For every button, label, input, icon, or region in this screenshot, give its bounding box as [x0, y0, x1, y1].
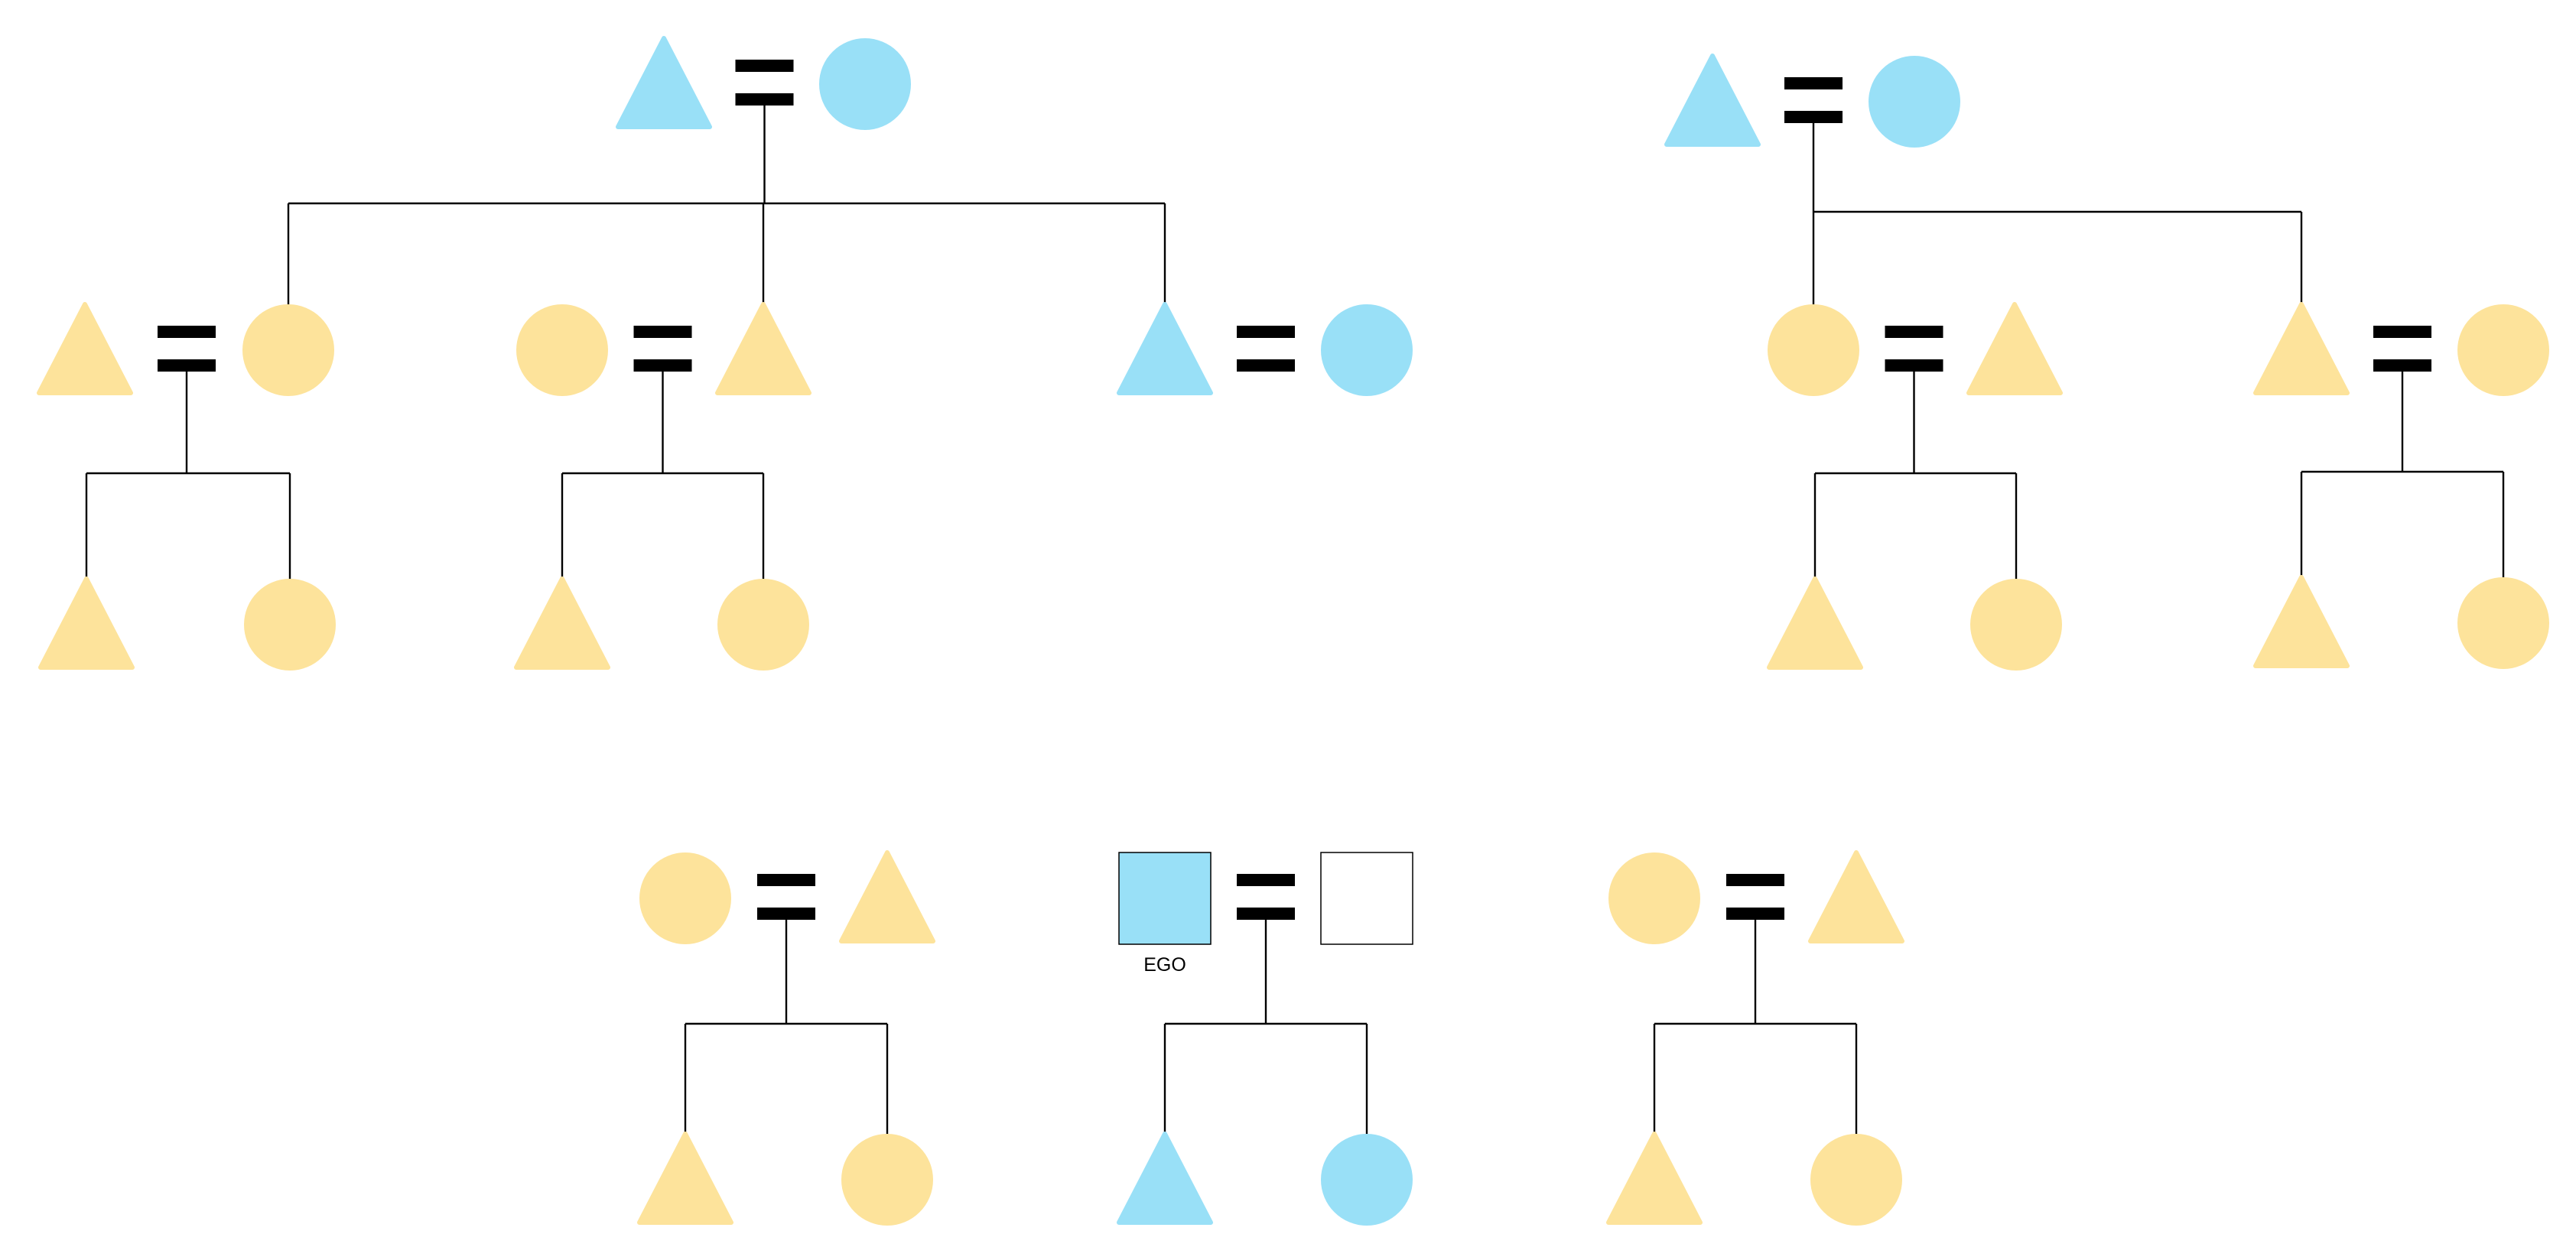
- male-triangle: [514, 576, 610, 670]
- marriage-equals: [1784, 77, 1843, 123]
- marriage-equals: [633, 326, 692, 372]
- marriage-equals: [1237, 326, 1295, 372]
- male-triangle: [38, 576, 135, 670]
- female-circle: [819, 38, 911, 130]
- male-triangle: [1767, 576, 1863, 670]
- female-circle: [516, 304, 608, 396]
- male-triangle: [839, 850, 935, 943]
- female-circle: [2457, 304, 2549, 396]
- female-circle: [1608, 852, 1700, 944]
- ego-square: [1118, 852, 1212, 945]
- male-triangle: [616, 36, 712, 129]
- male-triangle: [1664, 54, 1761, 147]
- female-circle: [841, 1134, 933, 1226]
- marriage-equals: [2373, 326, 2431, 372]
- marriage-signs: [158, 60, 2431, 920]
- descent-lines: [85, 106, 2505, 1135]
- male-triangle: [1117, 1132, 1213, 1225]
- marriage-equals: [757, 874, 815, 920]
- female-circle: [1810, 1134, 1902, 1226]
- marriage-equals: [1885, 326, 1943, 372]
- female-circle: [2457, 577, 2549, 669]
- female-circle: [244, 579, 336, 671]
- female-circle: [1869, 56, 1960, 148]
- marriage-equals: [158, 326, 216, 372]
- marriage-equals: [1237, 874, 1295, 920]
- male-triangle: [637, 1132, 733, 1225]
- female-circle: [1321, 1134, 1413, 1226]
- ego-label: EGO: [1143, 954, 1186, 976]
- marriage-equals: [1726, 874, 1784, 920]
- female-circle: [1970, 579, 2062, 671]
- male-triangle: [1808, 850, 1904, 943]
- male-triangle: [2253, 575, 2350, 668]
- male-triangle: [37, 302, 133, 395]
- female-circle: [717, 579, 809, 671]
- male-triangle: [1117, 302, 1213, 395]
- male-triangle: [715, 302, 812, 395]
- female-circle: [1768, 304, 1859, 396]
- male-triangle: [2253, 302, 2350, 395]
- unknown-square: [1320, 852, 1413, 945]
- male-triangle: [1966, 302, 2063, 395]
- female-circle: [242, 304, 334, 396]
- male-triangle: [1606, 1132, 1703, 1225]
- female-circle: [639, 852, 731, 944]
- marriage-equals: [735, 60, 794, 106]
- people: [37, 36, 2549, 1226]
- female-circle: [1321, 304, 1413, 396]
